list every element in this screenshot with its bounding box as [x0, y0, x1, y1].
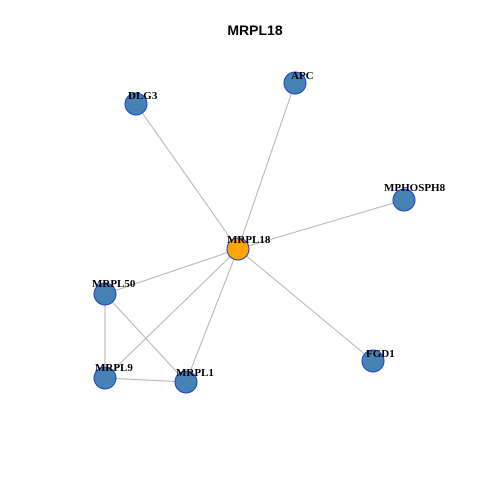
node-mphosph8: [392, 188, 416, 212]
node-layer: [93, 71, 416, 394]
node-label-mrpl50: MRPL50: [92, 278, 136, 290]
edge-mrpl9-mrpl1: [104, 377, 187, 383]
edge-mrpl18-mrpl50: [104, 248, 239, 295]
edge-mrpl50-mrpl1: [104, 293, 187, 383]
node-dlg3: [124, 92, 148, 116]
edge-layer: [104, 82, 405, 383]
diagram-title: MRPL18: [227, 22, 282, 38]
node-label-mrpl18: MRPL18: [227, 234, 271, 246]
node-label-apc: APC: [291, 70, 314, 82]
node-mrpl9: [93, 366, 117, 390]
node-label-fgd1: FGD1: [366, 348, 395, 360]
node-fgd1: [361, 349, 385, 373]
edge-mrpl18-apc: [237, 82, 296, 250]
edge-mrpl18-mrpl1: [185, 248, 239, 383]
edge-mrpl18-mrpl9: [104, 248, 239, 379]
edge-mrpl18-fgd1: [237, 248, 374, 362]
node-label-mphosph8: MPHOSPH8: [384, 182, 446, 194]
node-mrpl50: [93, 282, 117, 306]
edge-mrpl18-mphosph8: [237, 199, 405, 250]
edge-mrpl18-dlg3: [135, 103, 239, 250]
node-label-mrpl1: MRPL1: [176, 367, 214, 379]
node-mrpl1: [174, 370, 198, 394]
node-mrpl18: [226, 237, 250, 261]
node-apc: [283, 71, 307, 95]
node-label-mrpl9: MRPL9: [95, 362, 133, 374]
node-label-dlg3: DLG3: [128, 90, 158, 102]
